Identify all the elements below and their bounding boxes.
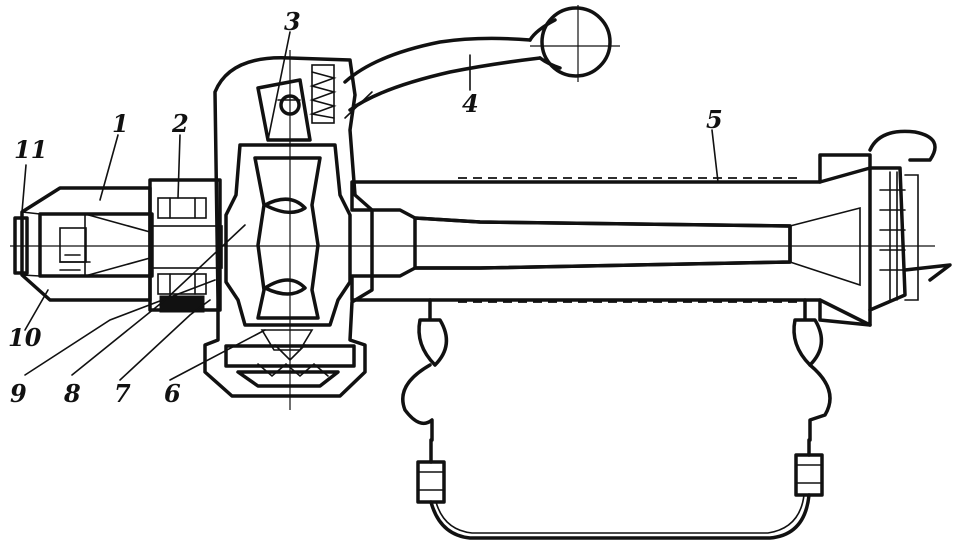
label-part-1: 1 <box>112 109 129 138</box>
nozzle-tip <box>13 186 154 302</box>
coupling-head <box>868 129 952 312</box>
label-part-11: 11 <box>14 135 47 164</box>
lever-handle <box>343 5 620 119</box>
part-labels: 1 2 3 4 5 6 7 8 9 10 11 <box>8 7 723 408</box>
label-part-6: 6 <box>164 379 181 408</box>
label-part-8: 8 <box>63 379 81 408</box>
carry-strap <box>401 298 832 540</box>
nozzle-barrel <box>350 153 872 327</box>
label-part-5: 5 <box>706 105 723 134</box>
label-part-4: 4 <box>462 89 479 118</box>
valve-body <box>203 56 374 398</box>
label-part-3: 3 <box>284 7 301 36</box>
leader-lines <box>21 31 719 381</box>
label-part-2: 2 <box>171 109 189 138</box>
label-part-7: 7 <box>114 379 131 408</box>
label-part-10: 10 <box>8 323 42 352</box>
label-part-9: 9 <box>10 379 27 408</box>
